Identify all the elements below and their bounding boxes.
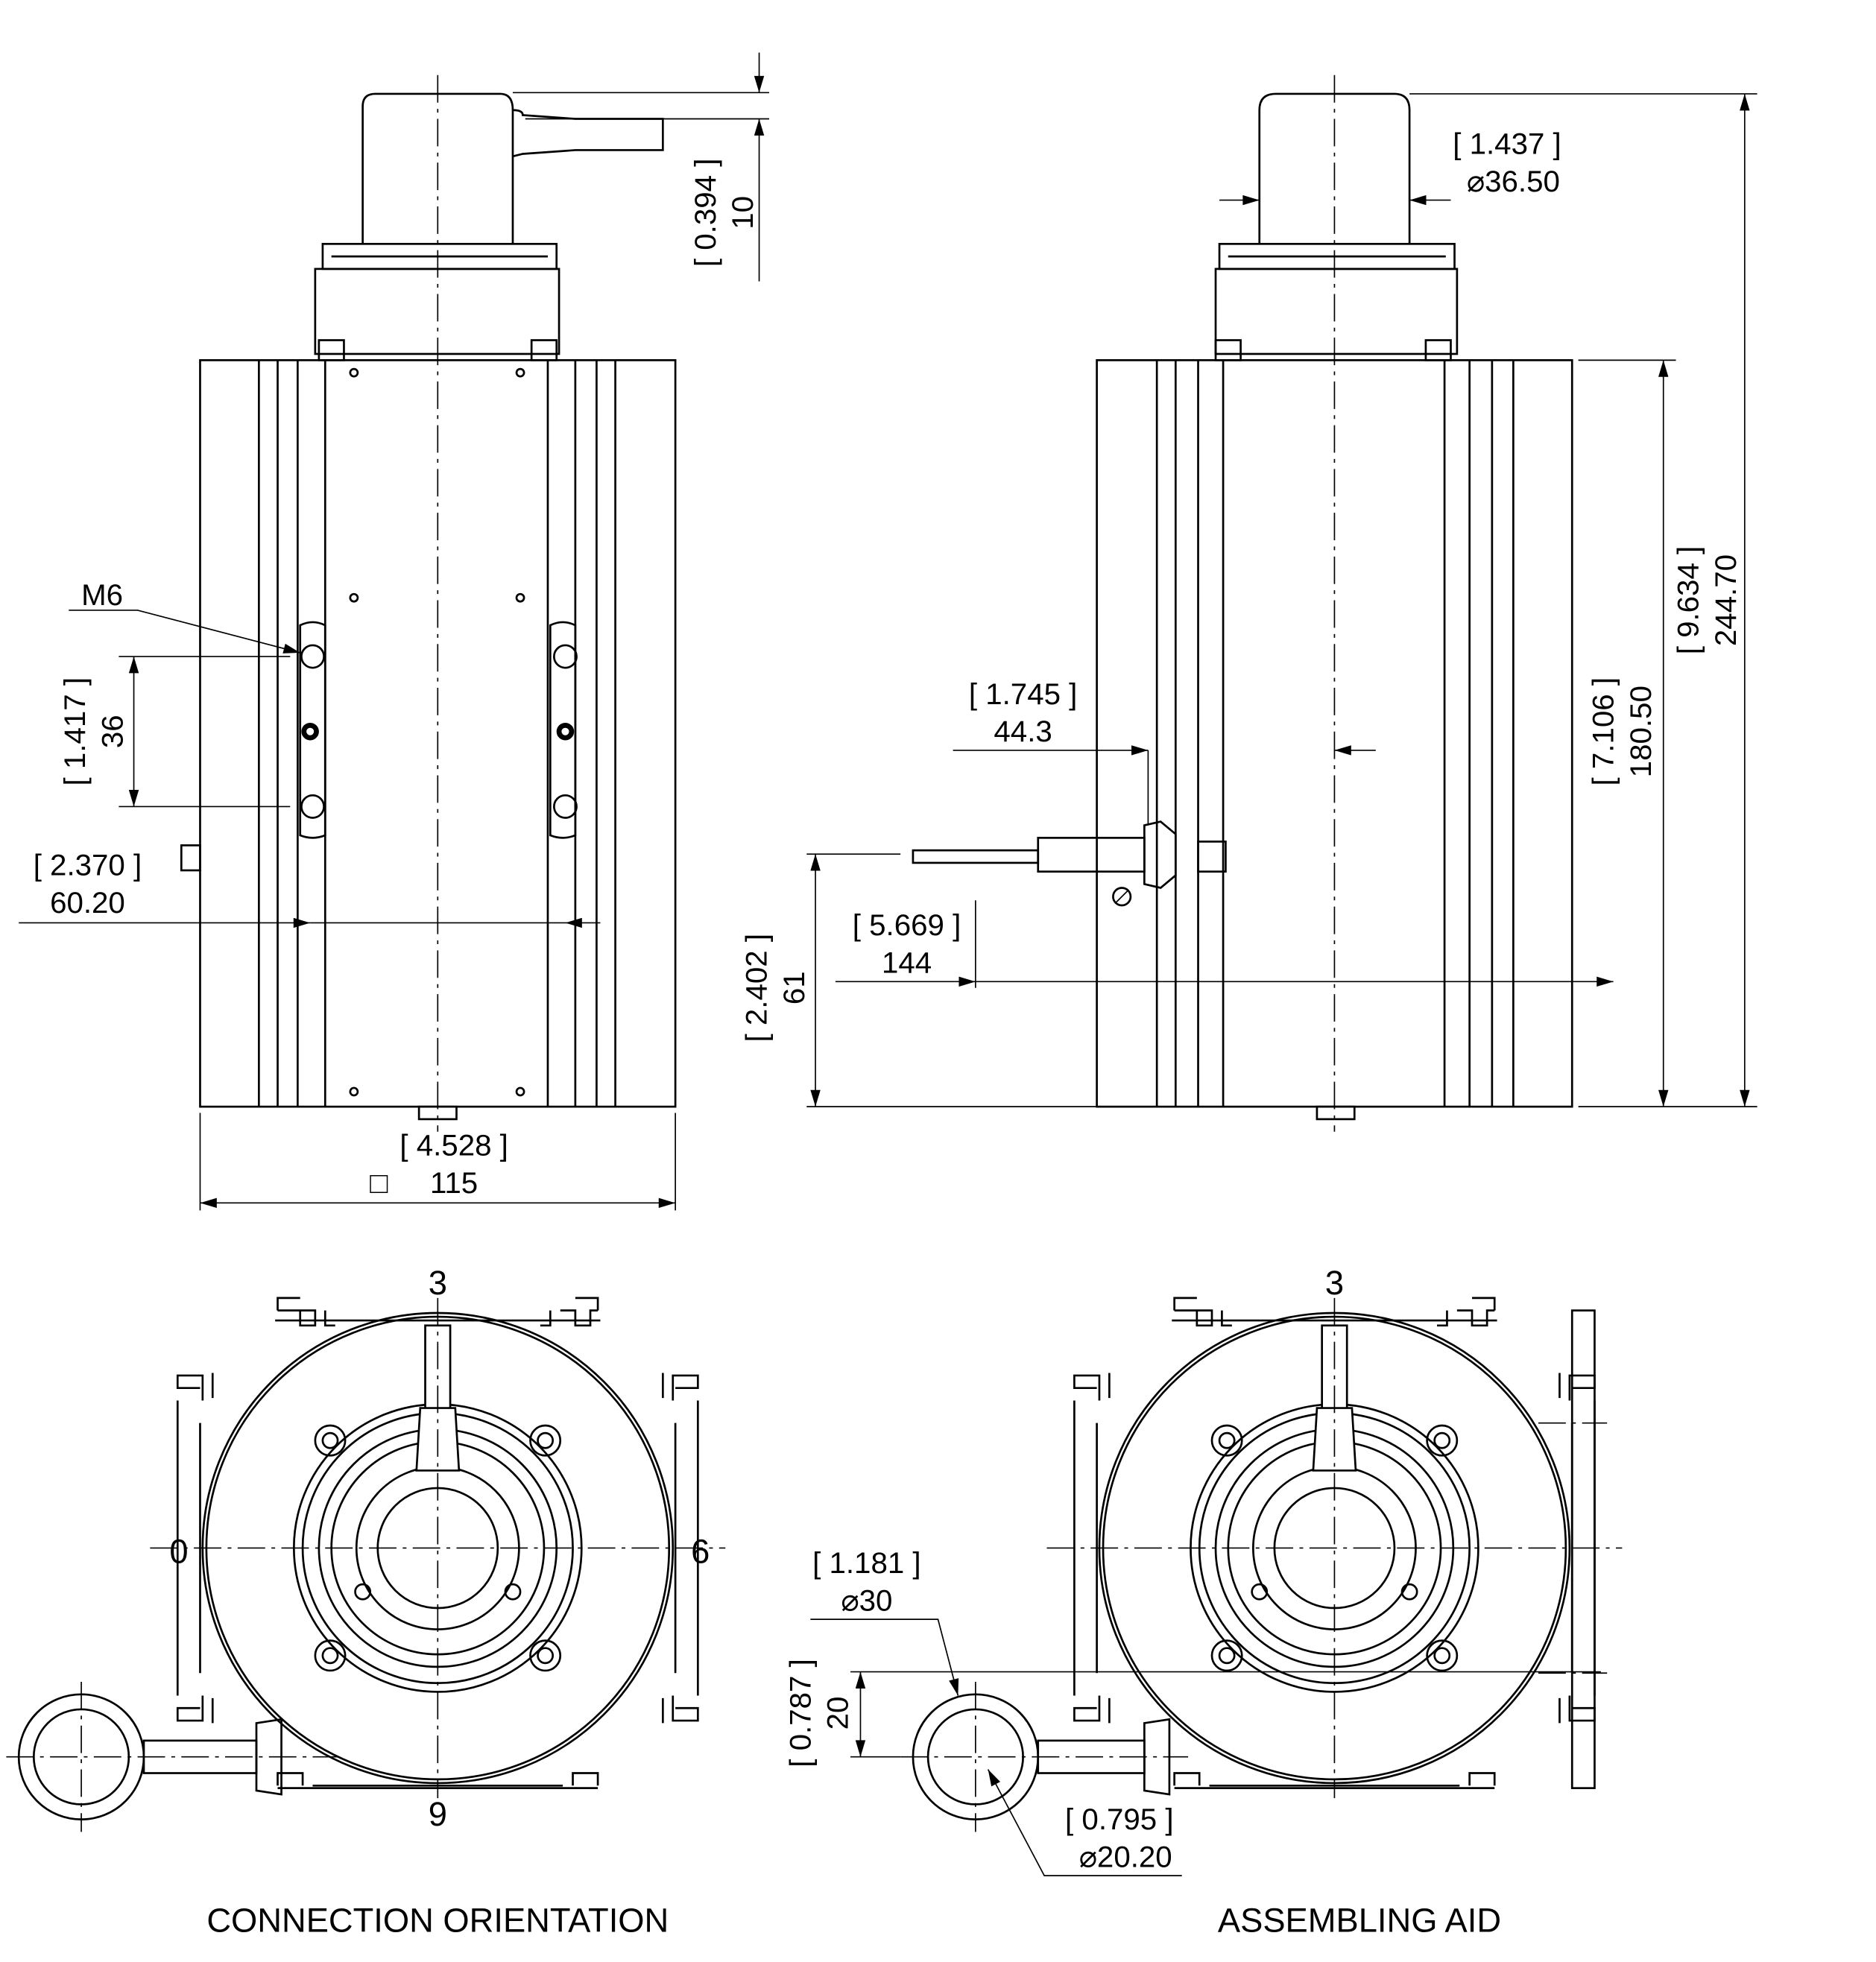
dim-body-height-inch: [ 7.106 ] [1587, 677, 1620, 786]
dim-eye-inner-mm: ⌀20.20 [1079, 1840, 1172, 1873]
ring-eye-connector [6, 1682, 338, 1832]
dim-connector-length-inch: [ 5.669 ] [853, 908, 961, 942]
dim-total-height-mm: 244.70 [1709, 554, 1743, 646]
dim-cable-offset-inch: [ 0.394 ] [689, 159, 722, 268]
assembling-aid-view: 3 [ 1.181 ] ⌀30 [ 0.787 ] 20 [ 0.795 ] ⌀… [783, 1264, 1623, 1940]
connection-orientation-view: 3 0 6 9 CONNECTION ORIENTATION [6, 1264, 727, 1940]
dim-total-height-inch: [ 9.634 ] [1672, 546, 1705, 655]
connector-side [912, 820, 1227, 907]
dim-cap-diameter-inch: [ 1.437 ] [1453, 127, 1561, 161]
assembling-aid-title: ASSEMBLING AID [1218, 1902, 1501, 1940]
dim-connector-length-mm: 144 [882, 946, 932, 980]
side-view-right: [ 1.437 ] ⌀36.50 [ 9.634 ] 244.70 [ 7.10… [740, 75, 1757, 1132]
dim-cable-offset-mm: 10 [726, 196, 759, 230]
dim-eye-inner-inch: [ 0.795 ] [1065, 1803, 1174, 1836]
dim-eye-offset-mm: 20 [821, 1697, 855, 1730]
dim-body-width-inch: [ 4.528 ] [399, 1129, 508, 1162]
assembling-position-3: 3 [1325, 1264, 1344, 1302]
dim-body-height-mm: 180.50 [1624, 686, 1658, 777]
connection-orientation-title: CONNECTION ORIENTATION [206, 1902, 669, 1940]
dim-cap-diameter-mm: ⌀36.50 [1467, 165, 1560, 198]
orientation-9: 9 [429, 1795, 447, 1833]
dim-body-width-mm: 115 [430, 1166, 478, 1200]
dim-connector-height-inch: [ 2.402 ] [740, 934, 774, 1042]
dim-connector-offset-mm: 44.3 [994, 715, 1052, 748]
orientation-6: 6 [691, 1533, 710, 1571]
dim-eye-offset-inch: [ 0.787 ] [783, 1659, 817, 1768]
dim-connector-offset-inch: [ 1.745 ] [969, 677, 1078, 711]
dim-hole-spacing-mm: 36 [95, 715, 129, 748]
dim-slot-spacing-mm: 60.20 [50, 886, 125, 920]
dim-connector-height-mm: 61 [777, 971, 811, 1004]
square-symbol: □ [370, 1166, 388, 1200]
ring-eye-connector [900, 1682, 1189, 1832]
thread-label: M6 [81, 578, 123, 612]
end-view-body [149, 1297, 727, 1800]
orientation-0: 0 [169, 1533, 188, 1571]
dim-eye-outer-inch: [ 1.181 ] [812, 1546, 921, 1580]
dim-eye-outer-mm: ⌀30 [841, 1583, 892, 1617]
side-view-left: [ 0.394 ] 10 M6 [ 1.417 ] 36 [ 2.370 ] 6… [19, 52, 769, 1211]
dim-slot-spacing-inch: [ 2.370 ] [34, 849, 142, 882]
orientation-3: 3 [429, 1264, 447, 1302]
dim-hole-spacing-inch: [ 1.417 ] [58, 677, 92, 786]
end-view-body [1046, 1297, 1623, 1800]
